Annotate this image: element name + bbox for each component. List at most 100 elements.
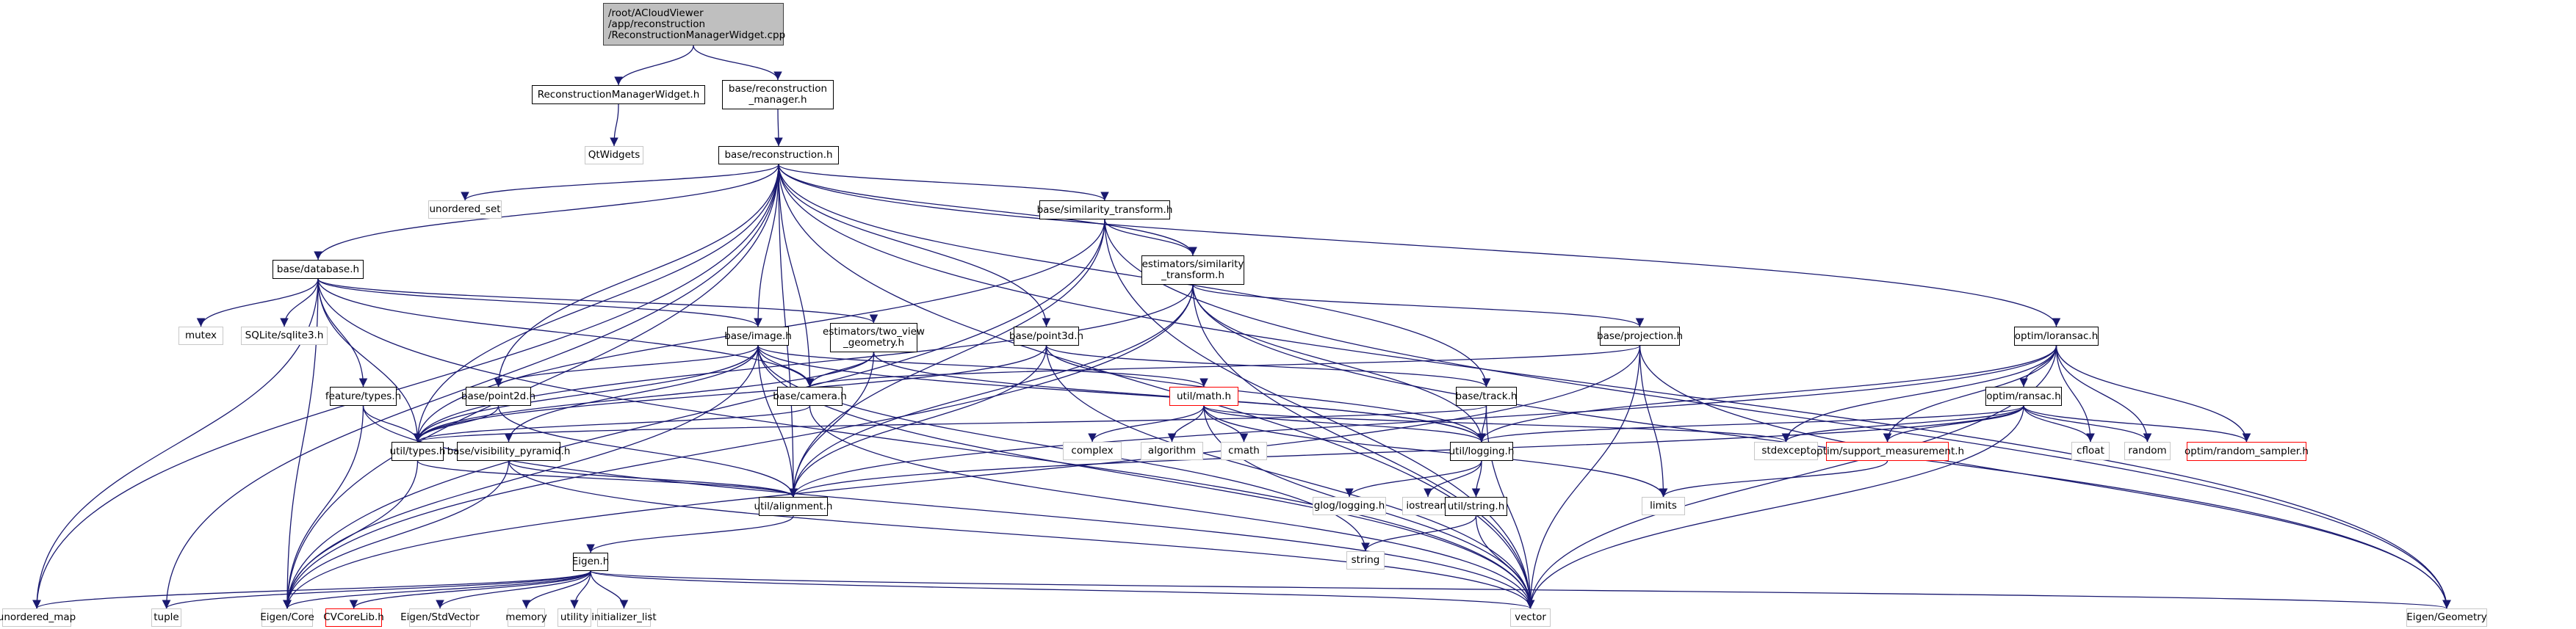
edge-vis-pyramid-to-vector bbox=[508, 460, 1535, 609]
edge-vis-pyramid-to-alignment bbox=[508, 460, 798, 498]
edge-image-to-vis-pyramid bbox=[504, 345, 759, 443]
graph-node-complex: complex bbox=[1063, 442, 1122, 460]
graph-node-memory: memory bbox=[505, 608, 547, 627]
edge-eigen-h-to-eigen-stdvector bbox=[436, 570, 591, 609]
edge-ransac-to-cfloat bbox=[2023, 405, 2095, 443]
edge-layer bbox=[32, 45, 2451, 609]
edge-est-sim-to-eigen-core bbox=[283, 284, 1194, 609]
edge-two-view-to-util-types bbox=[413, 352, 875, 443]
graph-node-ransac[interactable]: optim/ransac.h bbox=[1985, 387, 2062, 406]
graph-node-sqlite: SQLite/sqlite3.h bbox=[241, 327, 328, 345]
edge-image-to-string bbox=[757, 345, 1370, 552]
graph-node-rmw-h[interactable]: ReconstructionManagerWidget.h bbox=[532, 85, 705, 104]
graph-node-est-sim[interactable]: estimators/similarity _transform.h bbox=[1141, 255, 1244, 285]
edge-loransac-to-support-meas bbox=[1883, 345, 2057, 443]
edge-loransac-to-logging bbox=[1477, 345, 2057, 443]
edge-est-sim-to-util-types bbox=[413, 284, 1194, 443]
edge-logging-to-iostream bbox=[1424, 460, 1482, 498]
graph-node-projection[interactable]: base/projection.h bbox=[1597, 327, 1683, 346]
edge-database-to-util-types bbox=[317, 278, 422, 443]
edge-eigen-h-to-utility bbox=[570, 570, 591, 609]
edge-image-to-alignment bbox=[757, 345, 798, 498]
edge-loransac-to-cfloat bbox=[2055, 345, 2095, 443]
edge-database-to-image bbox=[317, 278, 762, 327]
edge-two-view-to-alignment bbox=[789, 352, 875, 498]
graph-node-rec-mgr[interactable]: base/reconstruction _manager.h bbox=[722, 80, 834, 109]
edge-math-to-algorithm bbox=[1167, 405, 1205, 443]
edge-ransac-to-alignment bbox=[789, 405, 2024, 498]
edge-image-to-math bbox=[757, 345, 1208, 388]
graph-node-image[interactable]: base/image.h bbox=[724, 327, 792, 346]
graph-node-glog: glog/logging.h bbox=[1313, 497, 1386, 515]
graph-node-camera[interactable]: base/camera.h bbox=[773, 387, 847, 406]
edge-reconstruction-to-est-sim bbox=[778, 164, 1197, 256]
edge-math-to-limits bbox=[1203, 405, 1668, 498]
edge-loransac-to-random-sampler bbox=[2055, 345, 2251, 443]
graph-node-point2d[interactable]: base/point2d.h bbox=[461, 387, 535, 406]
graph-node-database[interactable]: base/database.h bbox=[273, 260, 364, 279]
graph-node-logging[interactable]: util/logging.h bbox=[1449, 442, 1514, 461]
edge-reconstruction-to-util-types bbox=[413, 164, 779, 443]
edge-ransac-to-support-meas bbox=[1883, 405, 2024, 443]
edge-ransac-to-vector bbox=[1526, 405, 2024, 609]
graph-node-loransac[interactable]: optim/loransac.h bbox=[2014, 327, 2099, 346]
edge-util-types-to-alignment bbox=[416, 460, 798, 498]
edge-reconstruction-to-eigen-geometry bbox=[778, 164, 2451, 609]
edge-point3d-to-alignment bbox=[789, 345, 1047, 498]
graph-node-reconstruction[interactable]: base/reconstruction.h bbox=[718, 146, 839, 164]
edge-rmw-h-to-qtwidgets bbox=[610, 103, 619, 147]
edge-math-to-logging bbox=[1203, 405, 1486, 443]
edge-reconstruction-to-point3d bbox=[778, 164, 1051, 327]
edge-loransac-to-stdexcept bbox=[1781, 345, 2057, 443]
edge-point3d-to-track bbox=[1045, 345, 1491, 388]
graph-node-cmath: cmath bbox=[1221, 442, 1267, 460]
graph-node-utility: utility bbox=[558, 608, 591, 627]
edge-util-string-to-string bbox=[1361, 515, 1477, 552]
edge-eigen-h-to-memory bbox=[522, 570, 591, 609]
graph-node-string: string bbox=[1346, 551, 1385, 570]
edge-eigen-h-to-cvcorelib bbox=[349, 570, 591, 609]
graph-node-two-view[interactable]: estimators/two_view _geometry.h bbox=[823, 323, 925, 352]
graph-node-point3d[interactable]: base/point3d.h bbox=[1009, 327, 1083, 346]
edge-est-sim-to-eigen-geometry bbox=[1192, 284, 2451, 609]
edge-ransac-to-stdexcept bbox=[1781, 405, 2024, 443]
edge-est-sim-to-alignment bbox=[789, 284, 1194, 498]
edge-database-to-camera bbox=[317, 278, 815, 388]
graph-node-support-meas[interactable]: optim/support_measurement.h bbox=[1811, 442, 1964, 461]
edge-reconstruction-to-image bbox=[754, 164, 779, 327]
graph-node-random-sampler[interactable]: optim/random_sampler.h bbox=[2184, 442, 2309, 461]
graph-node-qtwidgets: QtWidgets bbox=[585, 146, 643, 164]
edge-sim-transform-to-est-sim bbox=[1104, 219, 1197, 256]
edge-reconstruction-to-point2d bbox=[494, 164, 779, 388]
graph-node-util-string[interactable]: util/string.h bbox=[1445, 497, 1507, 516]
graph-node-cvcorelib[interactable]: CVCoreLib.h bbox=[323, 608, 384, 627]
graph-node-eigen-h[interactable]: Eigen.h bbox=[572, 553, 609, 571]
graph-node-vis-pyramid[interactable]: base/visibility_pyramid.h bbox=[447, 442, 570, 461]
graph-node-feature-types[interactable]: feature/types.h bbox=[325, 387, 401, 406]
graph-node-mutex: mutex bbox=[178, 327, 223, 345]
edge-vis-pyramid-to-eigen-core bbox=[283, 460, 510, 609]
graph-node-root[interactable]: /root/ACloudViewer /app/reconstruction /… bbox=[603, 3, 785, 46]
edge-sim-transform-to-eigen-geometry bbox=[1104, 219, 2451, 609]
edge-ransac-to-random bbox=[2023, 405, 2152, 443]
edge-est-sim-to-vector bbox=[1192, 284, 1535, 609]
edge-image-to-util-types bbox=[413, 345, 759, 443]
edge-reconstruction-to-tuple bbox=[162, 164, 779, 609]
edge-eigen-h-to-eigen-core bbox=[283, 570, 591, 609]
edge-database-to-vector bbox=[317, 278, 1535, 609]
graph-node-track[interactable]: base/track.h bbox=[1456, 387, 1517, 406]
edge-reconstruction-to-eigen-core bbox=[283, 164, 779, 609]
graph-node-unordered-map: unordered_map bbox=[0, 608, 76, 627]
graph-node-alignment[interactable]: util/alignment.h bbox=[754, 497, 832, 516]
edge-projection-to-vector bbox=[1526, 345, 1641, 609]
graph-node-tuple: tuple bbox=[151, 608, 181, 627]
edge-util-string-to-vector bbox=[1475, 515, 1535, 609]
graph-node-util-types[interactable]: util/types.h bbox=[390, 442, 445, 461]
graph-node-sim-transform[interactable]: base/similarity_transform.h bbox=[1037, 200, 1172, 219]
edge-reconstruction-to-loransac bbox=[778, 164, 2061, 327]
edge-projection-to-limits bbox=[1639, 345, 1668, 498]
graph-node-math[interactable]: util/math.h bbox=[1169, 387, 1238, 406]
edge-projection-to-eigen-geometry bbox=[1639, 345, 2451, 609]
edge-point3d-to-vector bbox=[1045, 345, 1535, 609]
